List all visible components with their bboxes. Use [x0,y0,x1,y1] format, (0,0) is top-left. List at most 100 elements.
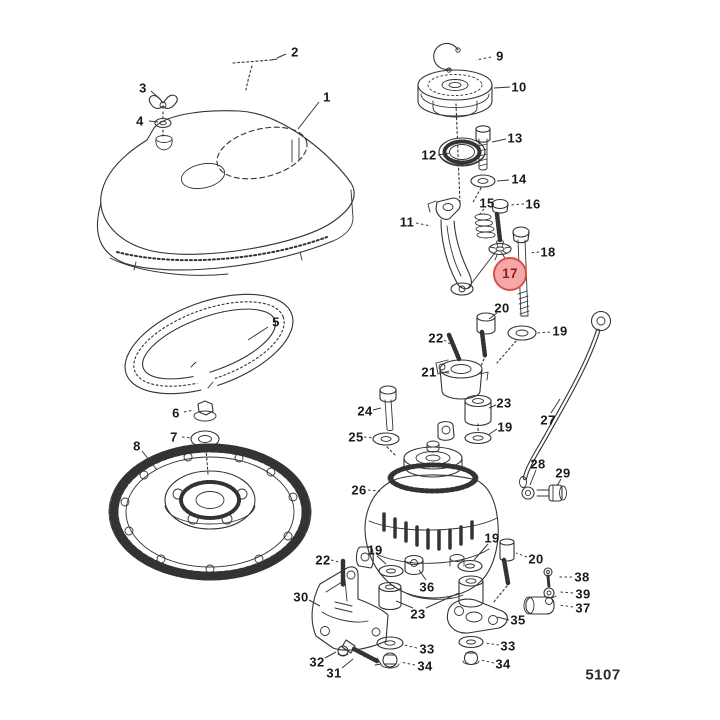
callout-23[interactable]: 23 [496,395,512,411]
part-ground-wire [519,310,612,488]
callout-23[interactable]: 23 [410,606,426,622]
leader-line-27 [550,398,561,414]
part-washer-25 [372,432,400,457]
callout-20[interactable]: 20 [528,551,544,567]
part-wing-nut [148,94,178,119]
part-screw-38 [543,567,553,589]
part-long-bolt-18 [512,226,530,317]
callout-19[interactable]: 19 [484,530,500,546]
highlighted-callout-17[interactable]: 17 [493,257,527,291]
part-bolt-13 [475,125,491,171]
part-washer-19-upper [496,325,537,364]
part-bolt-20-lower [492,538,515,604]
part-bolt-24 [379,385,397,431]
part-nut-34-right [462,650,480,666]
callout-16[interactable]: 16 [525,196,541,212]
callout-22[interactable]: 22 [428,330,444,346]
callout-39[interactable]: 39 [575,586,591,602]
callout-2[interactable]: 2 [291,44,299,60]
callout-33[interactable]: 33 [419,641,435,657]
leader-line-4 [148,120,159,123]
callout-18[interactable]: 18 [540,244,556,260]
part-bushing-23-lower-left [378,581,402,611]
callout-35[interactable]: 35 [510,612,526,628]
part-cover-screw [232,58,278,91]
leader-line-7 [181,436,193,439]
part-washer-19-mid [464,431,492,445]
part-stud-22-upper [446,332,462,362]
leader-line-31 [341,658,354,669]
callout-37[interactable]: 37 [575,600,591,616]
callout-15[interactable]: 15 [479,195,495,211]
part-washer-19-lower-right [457,559,483,573]
callout-6[interactable]: 6 [172,405,180,421]
part-bearing [438,137,486,167]
leader-line-20 [488,312,498,320]
leader-line-19 [536,331,551,334]
leader-line-13 [491,138,507,143]
callout-24[interactable]: 24 [357,403,373,419]
leader-line-36 [418,569,427,581]
part-washer-19-lower-left [378,564,404,578]
callout-13[interactable]: 13 [507,130,523,146]
leader-line-16 [509,203,525,206]
callout-8[interactable]: 8 [133,438,141,454]
drawing-number: 5107 [585,666,621,684]
part-alternator [355,421,499,600]
leader-lines [141,53,574,669]
leader-line-39 [559,591,574,594]
leader-line-23 [395,600,414,609]
callout-31[interactable]: 31 [326,665,342,681]
part-washer-14 [470,174,496,205]
part-nut-32 [337,645,349,657]
leader-line-12 [437,152,451,156]
callout-20[interactable]: 20 [494,300,510,316]
part-mount-lug-36 [404,554,424,576]
leader-line-28 [529,469,537,486]
callout-7[interactable]: 7 [170,429,178,445]
part-ring-39 [543,587,555,599]
callout-33[interactable]: 33 [500,638,516,654]
leader-line-8 [141,450,158,471]
callout-5[interactable]: 5 [272,314,280,330]
part-bushing-23-upper [464,358,492,433]
part-bolt-16 [491,198,509,245]
callout-34[interactable]: 34 [495,656,511,672]
leader-line-25 [363,436,375,439]
leader-line-19 [487,428,498,436]
callout-25[interactable]: 25 [348,429,364,445]
callout-9[interactable]: 9 [496,48,504,64]
leader-line-22 [443,339,451,345]
callout-30[interactable]: 30 [293,589,309,605]
callout-36[interactable]: 36 [419,579,435,595]
callout-1[interactable]: 1 [323,89,331,105]
callout-10[interactable]: 10 [511,79,527,95]
callout-4[interactable]: 4 [136,113,144,129]
leader-line-26 [367,489,381,492]
leader-line-21 [438,371,450,374]
callout-19[interactable]: 19 [367,542,383,558]
callout-32[interactable]: 32 [309,654,325,670]
leader-line-30 [308,599,321,607]
callout-3[interactable]: 3 [139,80,147,96]
callout-28[interactable]: 28 [530,456,546,472]
leader-line-1 [297,101,320,130]
part-washer-28 [521,486,535,500]
callout-19[interactable]: 19 [497,419,513,435]
callout-19[interactable]: 19 [552,323,568,339]
leader-line-19 [473,543,489,561]
callout-27[interactable]: 27 [540,412,556,428]
callout-12[interactable]: 12 [421,147,437,163]
callout-14[interactable]: 14 [511,171,527,187]
callout-29[interactable]: 29 [555,465,571,481]
callout-34[interactable]: 34 [417,658,433,674]
leader-line-29 [556,478,562,487]
callout-38[interactable]: 38 [574,569,590,585]
callout-11[interactable]: 11 [399,214,415,230]
callout-21[interactable]: 21 [421,364,437,380]
part-pulley [417,69,493,205]
leader-line-32 [324,651,337,659]
callout-26[interactable]: 26 [351,482,367,498]
callout-22[interactable]: 22 [315,552,331,568]
